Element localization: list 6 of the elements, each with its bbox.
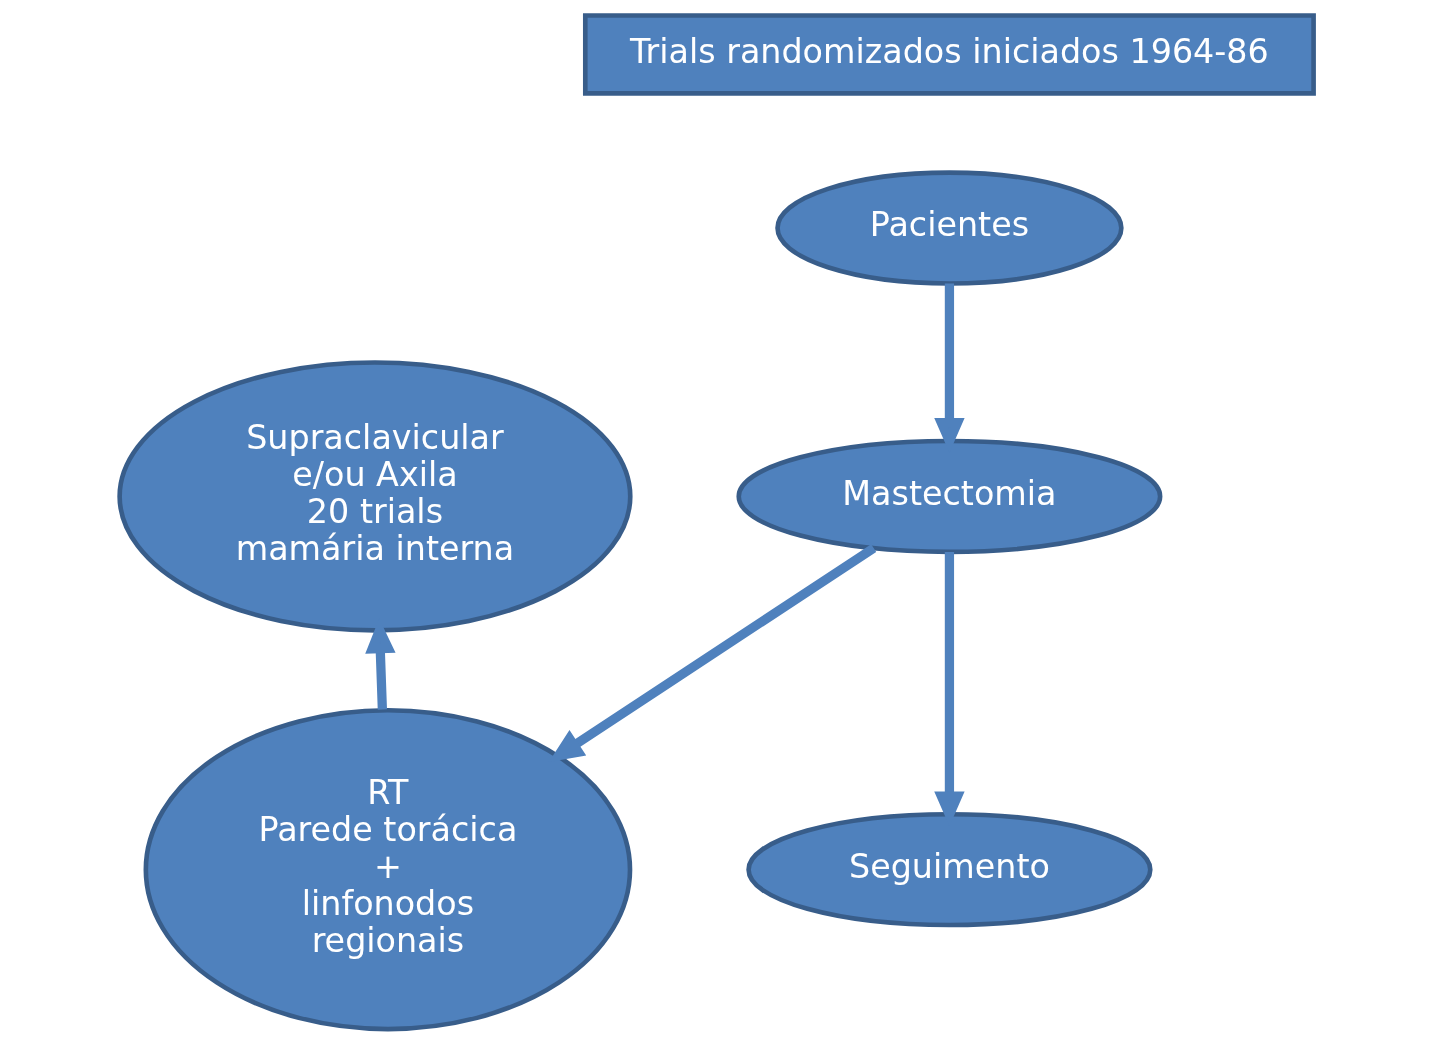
node-ellipse: Seguimento xyxy=(745,811,1153,928)
node-ellipse: RT Parede torácica + linfonodos regionais xyxy=(143,707,632,1032)
node-ellipse: Supraclavicular e/ou Axila 20 trials mamária interna xyxy=(116,360,633,633)
node-ellipse: Pacientes xyxy=(774,170,1124,286)
node-box: Trials randomizados iniciados 1964-86 xyxy=(582,13,1316,96)
node-ellipse: Mastectomia xyxy=(735,438,1162,555)
